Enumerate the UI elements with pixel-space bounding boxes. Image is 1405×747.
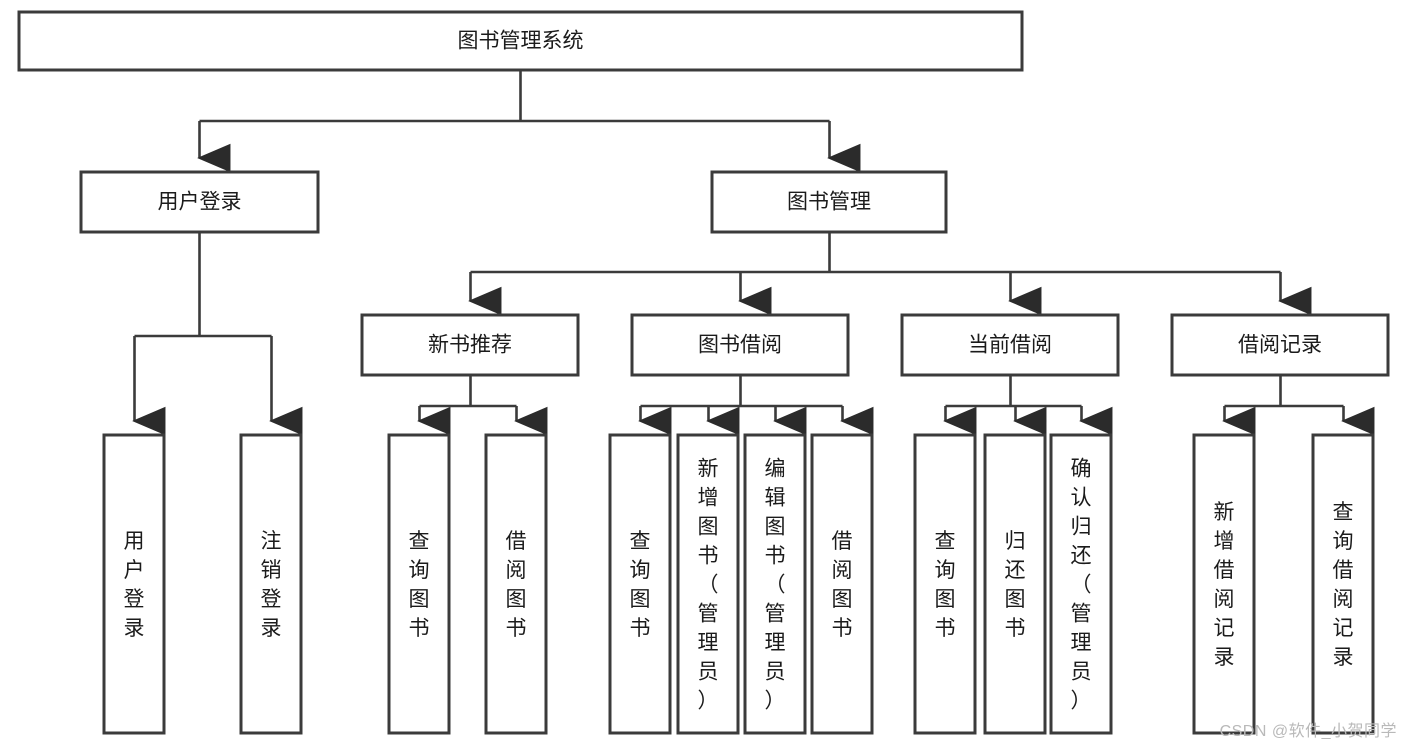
node-label-leaf-query-book-recommend: 查询图书: [409, 530, 430, 640]
node-root[interactable]: 图书管理系统: [17, 10, 1024, 72]
node-leaf-query-book-current[interactable]: 查询图书: [913, 433, 977, 735]
node-box-leaf-query-borrow-record[interactable]: [1311, 433, 1375, 735]
node-label-new-book-recommend: 新书推荐: [428, 334, 512, 357]
node-label-leaf-query-borrow-record: 查询借阅记录: [1333, 501, 1354, 669]
node-current-borrow[interactable]: 当前借阅: [900, 313, 1120, 377]
node-box-leaf-edit-book-admin[interactable]: [743, 433, 807, 735]
node-label-book-management: 图书管理: [787, 191, 871, 214]
node-label-root: 图书管理系统: [458, 30, 584, 53]
node-leaf-query-book-borrow[interactable]: 查询图书: [608, 433, 672, 735]
node-leaf-confirm-return-admin[interactable]: 确认归还（管理员）: [1049, 433, 1113, 735]
node-box-leaf-return-book[interactable]: [983, 433, 1047, 735]
node-leaf-borrow-book[interactable]: 借阅图书: [810, 433, 874, 735]
node-user-login[interactable]: 用户登录: [79, 170, 320, 234]
node-label-leaf-add-book-admin: 新增图书（管理员）: [698, 458, 719, 713]
node-label-leaf-add-borrow-record: 新增借阅记录: [1214, 501, 1235, 669]
node-box-leaf-user-logout[interactable]: [239, 433, 303, 735]
connector-layer: [132, 70, 1375, 436]
node-label-leaf-borrow-book-recommend: 借阅图书: [506, 530, 527, 640]
node-box-leaf-add-borrow-record[interactable]: [1192, 433, 1256, 735]
node-label-borrow-record: 借阅记录: [1238, 334, 1322, 357]
node-label-leaf-user-logout: 注销登录: [261, 530, 282, 640]
node-box-book-management[interactable]: [710, 170, 948, 234]
node-label-leaf-query-book-borrow: 查询图书: [630, 530, 651, 640]
node-box-borrow-record[interactable]: [1170, 313, 1390, 377]
node-box-book-borrow[interactable]: [630, 313, 850, 377]
node-book-management[interactable]: 图书管理: [710, 170, 948, 234]
node-label-leaf-edit-book-admin: 编辑图书（管理员）: [765, 458, 786, 713]
node-box-leaf-add-book-admin[interactable]: [676, 433, 740, 735]
node-label-user-login: 用户登录: [158, 191, 242, 214]
node-layer: 图书管理系统用户登录图书管理新书推荐图书借阅当前借阅借阅记录用户登录注销登录查询…: [17, 10, 1390, 735]
node-box-new-book-recommend[interactable]: [360, 313, 580, 377]
node-box-leaf-user-login[interactable]: [102, 433, 166, 735]
node-box-leaf-query-book-recommend[interactable]: [387, 433, 451, 735]
node-box-user-login[interactable]: [79, 170, 320, 234]
node-box-leaf-borrow-book-recommend[interactable]: [484, 433, 548, 735]
node-book-borrow[interactable]: 图书借阅: [630, 313, 850, 377]
node-new-book-recommend[interactable]: 新书推荐: [360, 313, 580, 377]
node-leaf-query-book-recommend[interactable]: 查询图书: [387, 433, 451, 735]
node-leaf-edit-book-admin[interactable]: 编辑图书（管理员）: [743, 433, 807, 735]
node-label-current-borrow: 当前借阅: [968, 334, 1052, 357]
node-borrow-record[interactable]: 借阅记录: [1170, 313, 1390, 377]
node-label-book-borrow: 图书借阅: [698, 334, 782, 357]
node-label-leaf-borrow-book: 借阅图书: [832, 530, 853, 640]
node-leaf-user-login[interactable]: 用户登录: [102, 433, 166, 735]
node-box-current-borrow[interactable]: [900, 313, 1120, 377]
node-box-root[interactable]: [17, 10, 1024, 72]
node-leaf-user-logout[interactable]: 注销登录: [239, 433, 303, 735]
node-label-leaf-user-login: 用户登录: [124, 530, 145, 640]
node-leaf-query-borrow-record[interactable]: 查询借阅记录: [1311, 433, 1375, 735]
node-label-leaf-confirm-return-admin: 确认归还（管理员）: [1071, 458, 1092, 713]
node-leaf-add-borrow-record[interactable]: 新增借阅记录: [1192, 433, 1256, 735]
node-label-leaf-query-book-current: 查询图书: [935, 530, 956, 640]
node-label-leaf-return-book: 归还图书: [1005, 530, 1026, 640]
node-box-leaf-confirm-return-admin[interactable]: [1049, 433, 1113, 735]
node-leaf-return-book[interactable]: 归还图书: [983, 433, 1047, 735]
node-box-leaf-borrow-book[interactable]: [810, 433, 874, 735]
node-box-leaf-query-book-current[interactable]: [913, 433, 977, 735]
node-leaf-borrow-book-recommend[interactable]: 借阅图书: [484, 433, 548, 735]
node-leaf-add-book-admin[interactable]: 新增图书（管理员）: [676, 433, 740, 735]
node-box-leaf-query-book-borrow[interactable]: [608, 433, 672, 735]
